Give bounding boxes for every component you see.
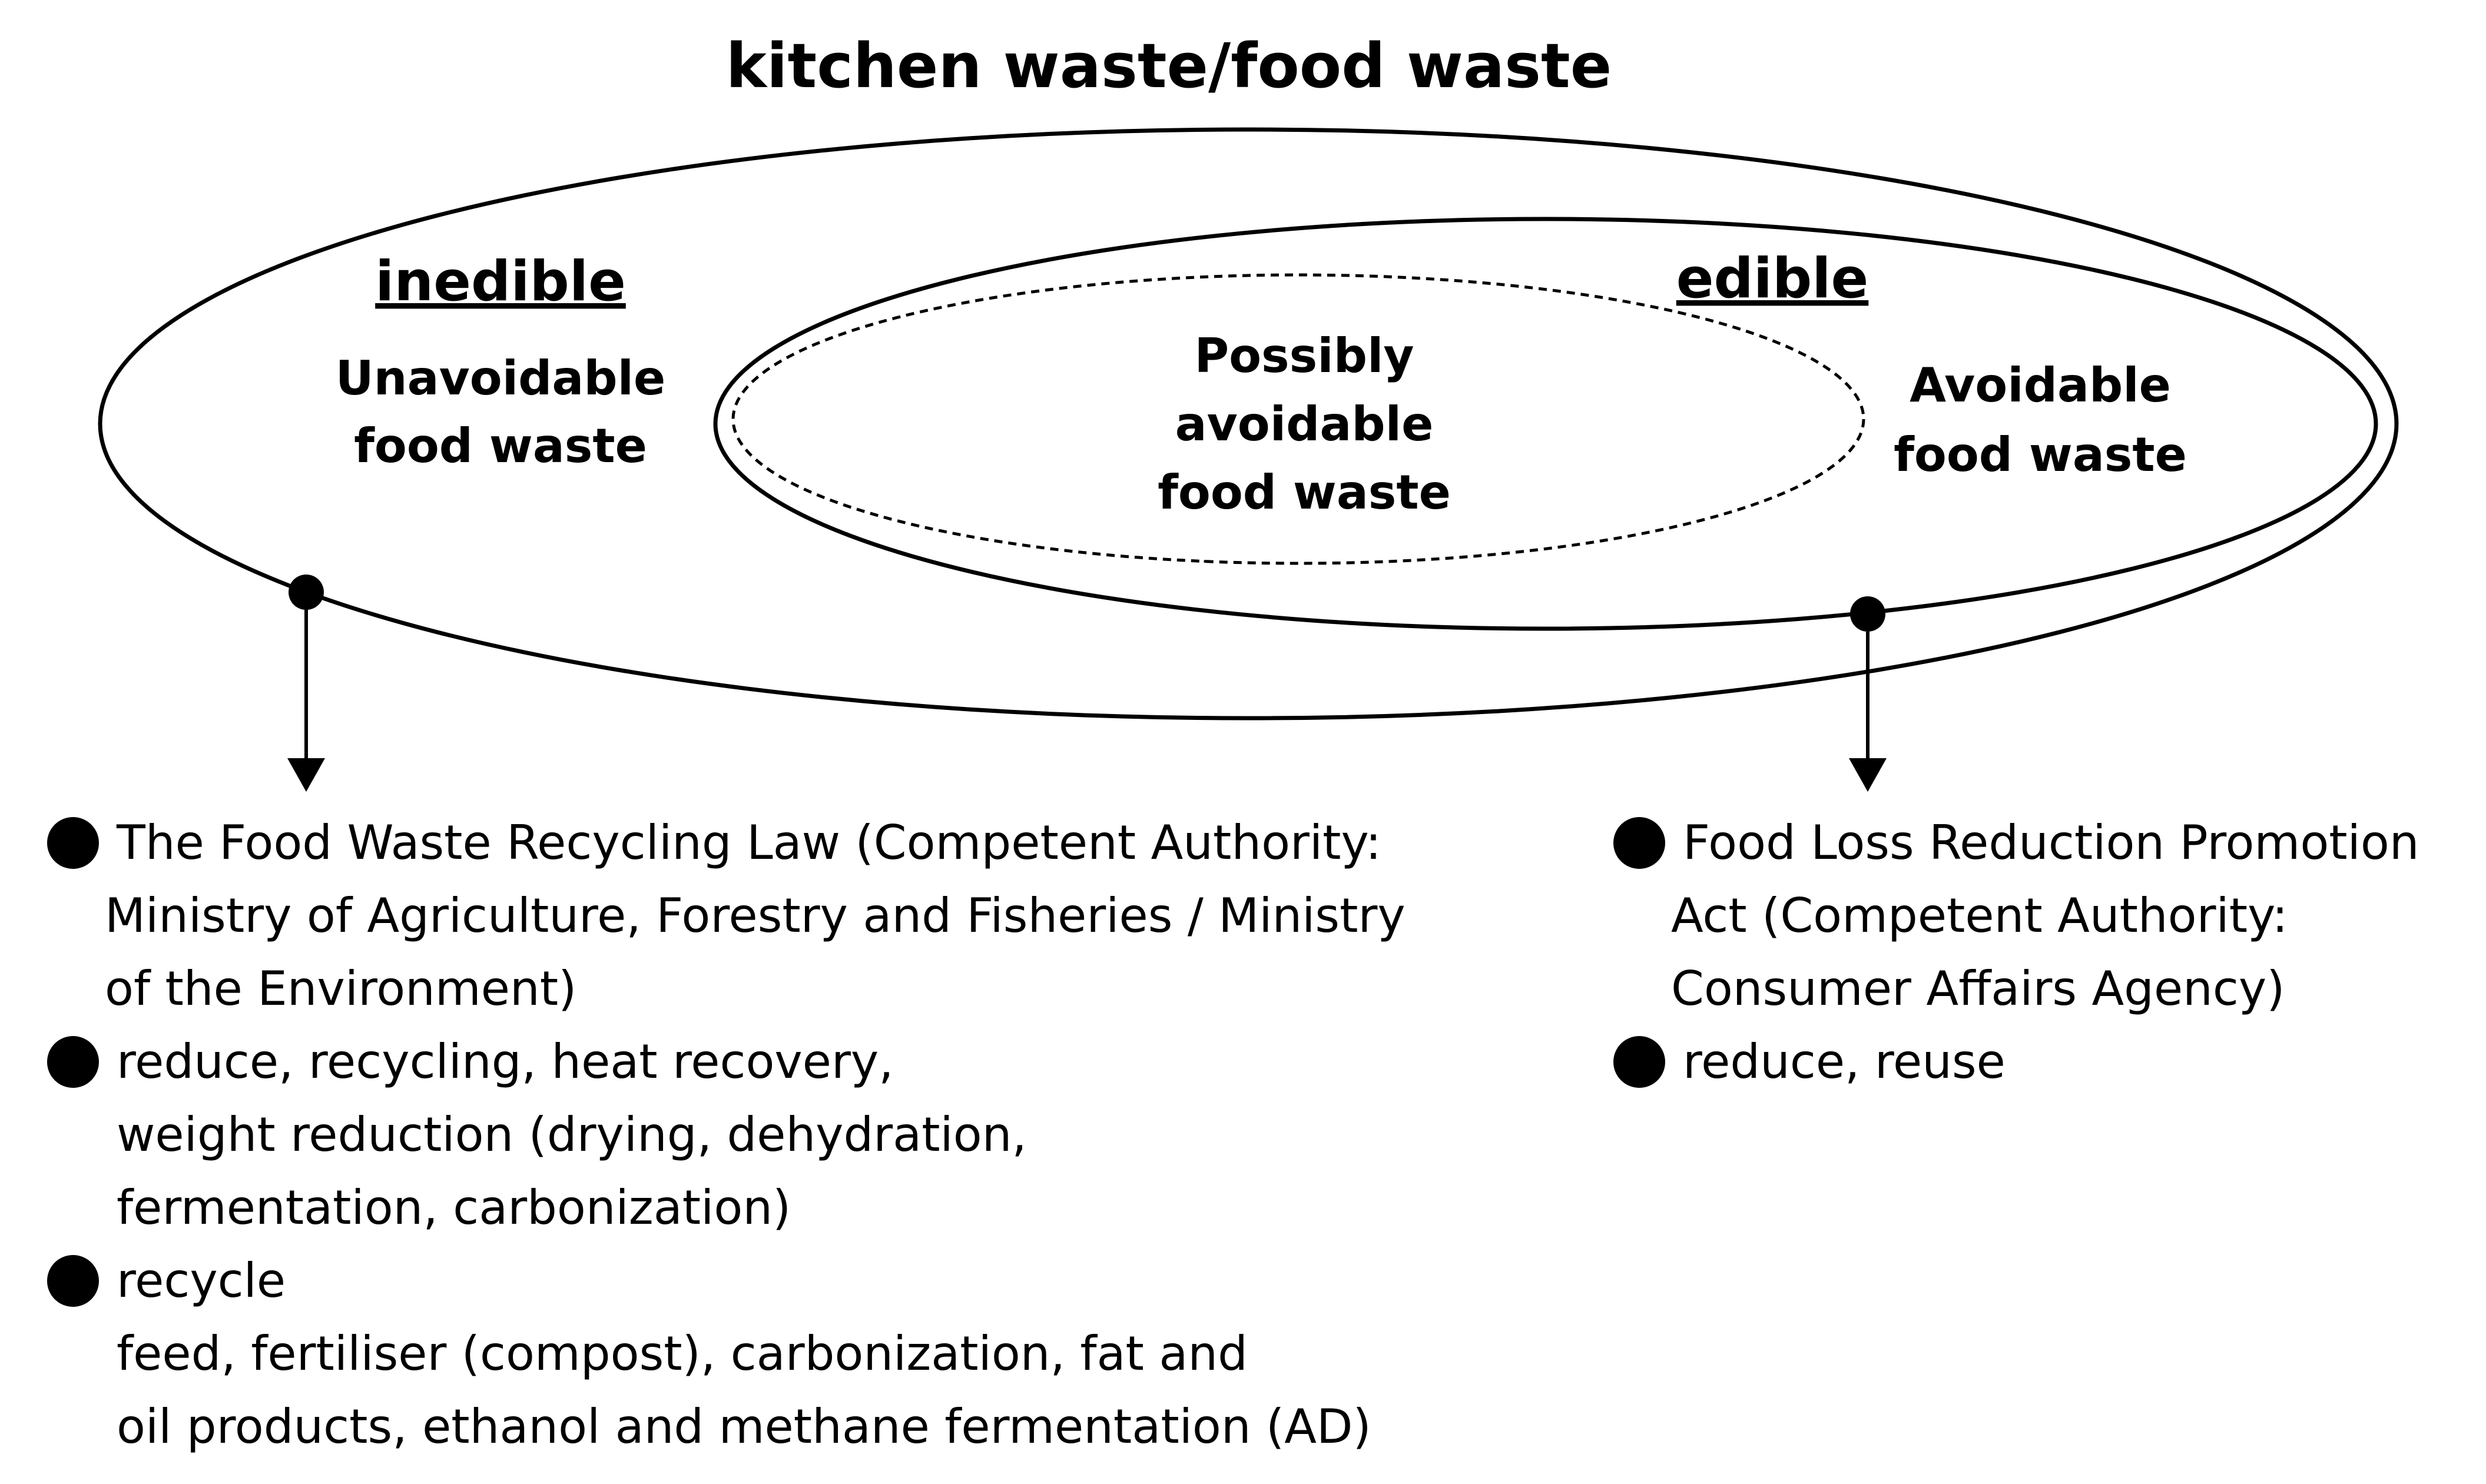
bullet-dot-icon bbox=[47, 1036, 99, 1088]
note-line: The Food Waste Recycling Law (Competent … bbox=[117, 815, 1381, 870]
note-line: Ministry of Agriculture, Forestry and Fi… bbox=[105, 888, 1406, 943]
diagram-title: kitchen waste/food waste bbox=[726, 30, 1612, 102]
edible-notes: Food Loss Reduction Promotion Act (Compe… bbox=[1613, 806, 2473, 1098]
bullet-dot-icon bbox=[1613, 817, 1665, 869]
note-line: recycle bbox=[117, 1253, 286, 1308]
note-line: fermentation, carbonization) bbox=[117, 1180, 791, 1235]
inedible-connector-dot bbox=[289, 575, 324, 610]
dashed-ellipse-possibly-avoidable bbox=[731, 273, 1865, 565]
unavoidable-food-waste-label-line-2: food waste bbox=[354, 419, 647, 473]
edible-connector-dot bbox=[1850, 596, 1885, 632]
note-line: Consumer Affairs Agency) bbox=[1671, 961, 2285, 1016]
unavoidable-food-waste-label-line-1: Unavoidable bbox=[336, 351, 666, 406]
inner-ellipse-edible bbox=[713, 217, 2378, 631]
possibly-avoidable-label-line-2: avoidable bbox=[1175, 397, 1434, 451]
note-line: weight reduction (drying, dehydration, bbox=[117, 1107, 1027, 1162]
inedible-arrowhead-icon bbox=[287, 758, 325, 792]
inedible-note-recycle: recycle feed, fertiliser (compost), carb… bbox=[47, 1244, 1637, 1463]
edible-note-reduce-reuse: reduce, reuse bbox=[1613, 1025, 2473, 1098]
inedible-header: inedible bbox=[375, 250, 626, 314]
edible-note-food-loss-act: Food Loss Reduction Promotion Act (Compe… bbox=[1613, 806, 2473, 1025]
bullet-dot-icon bbox=[1613, 1036, 1665, 1088]
possibly-avoidable-label-line-1: Possibly bbox=[1194, 328, 1414, 383]
note-line: oil products, ethanol and methane fermen… bbox=[117, 1399, 1371, 1454]
bullet-dot-icon bbox=[47, 1255, 99, 1307]
edible-header: edible bbox=[1676, 247, 1869, 311]
avoidable-food-waste-label-line-2: food waste bbox=[1894, 427, 2187, 482]
possibly-avoidable-label-line-3: food waste bbox=[1158, 465, 1451, 520]
outer-ellipse-kitchen-waste bbox=[98, 127, 2399, 721]
note-line: reduce, reuse bbox=[1683, 1034, 2006, 1089]
note-line: Food Loss Reduction Promotion bbox=[1683, 815, 2419, 870]
note-line: feed, fertiliser (compost), carbonizatio… bbox=[117, 1326, 1248, 1381]
bullet-dot-icon bbox=[47, 817, 99, 869]
note-line: reduce, recycling, heat recovery, bbox=[117, 1034, 894, 1089]
avoidable-food-waste-label-line-1: Avoidable bbox=[1910, 358, 2171, 413]
inedible-note-food-waste-recycling-law: The Food Waste Recycling Law (Competent … bbox=[47, 806, 1637, 1025]
inedible-note-reduce-recycling: reduce, recycling, heat recovery, weight… bbox=[47, 1025, 1637, 1244]
edible-arrowhead-icon bbox=[1849, 758, 1887, 792]
note-line: of the Environment) bbox=[105, 961, 577, 1016]
note-line: Act (Competent Authority: bbox=[1671, 888, 2288, 943]
inedible-notes: The Food Waste Recycling Law (Competent … bbox=[47, 806, 1637, 1463]
